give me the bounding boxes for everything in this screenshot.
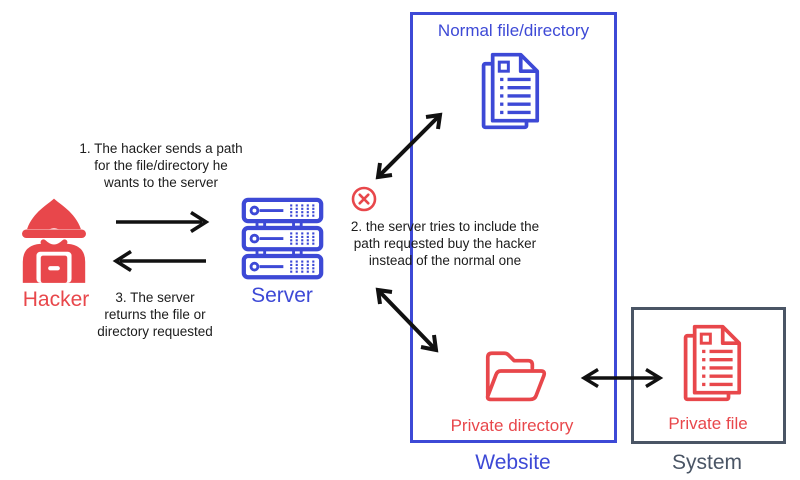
circle-x-icon <box>351 186 377 212</box>
double-arrow-diagonal-up-icon <box>375 112 443 180</box>
open-folder-icon <box>485 351 547 402</box>
private-file-label: Private file <box>668 414 748 433</box>
website-box <box>410 12 617 443</box>
system-box <box>631 307 786 444</box>
hacker-icon <box>22 198 86 283</box>
step3-annotation: 3. The server returns the file or direct… <box>97 290 213 339</box>
system-label: System <box>671 451 742 474</box>
normal-file-label: Normal file/directory <box>437 21 590 40</box>
arrow-left-icon <box>112 249 206 273</box>
double-arrow-diagonal-down-icon <box>375 287 439 353</box>
website-label: Website <box>475 451 551 474</box>
private-file-icon <box>683 324 742 402</box>
server-label: Server <box>251 284 313 307</box>
documents-icon <box>481 52 540 130</box>
hacker-label: Hacker <box>22 288 90 311</box>
double-arrow-horizontal-icon <box>580 368 664 388</box>
private-directory-label: Private directory <box>450 416 574 435</box>
arrow-right-icon <box>116 210 210 234</box>
step1-annotation: 1. The hacker sends a path for the file/… <box>79 141 243 190</box>
step2-annotation: 2. the server tries to include the path … <box>350 219 540 268</box>
server-rack-icon <box>241 197 324 280</box>
